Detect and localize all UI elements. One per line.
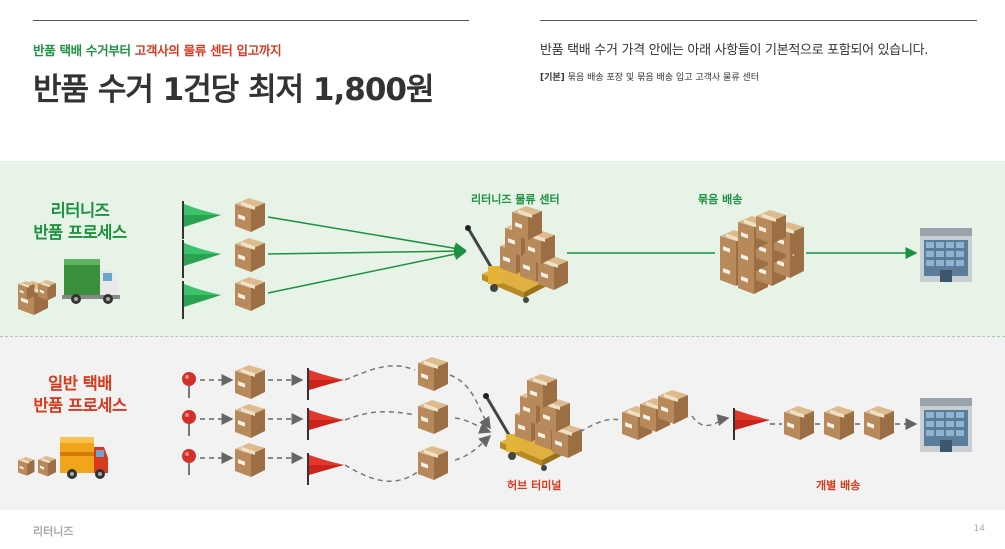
- pallet-jack-icon: [481, 374, 582, 473]
- wavy-routes: [344, 365, 492, 482]
- returnizz-title-line2: 반품 프로세스: [33, 223, 127, 242]
- stage-label-bundle: 묶음 배송: [698, 193, 743, 206]
- general-title-line2: 반품 프로세스: [33, 396, 127, 415]
- note-text: 묶음 배송 포장 및 묶음 배송 입고 고객사 물류 센터: [567, 73, 760, 83]
- red-flag-icon: [307, 367, 345, 486]
- band-divider: [0, 336, 1005, 337]
- box-stack-icon: [622, 390, 688, 440]
- returnizz-title-line1: 리터니즈: [50, 201, 110, 220]
- red-flag-icon: [733, 407, 771, 441]
- pallet-jack-icon: [463, 206, 568, 305]
- header-rule-right: [540, 20, 977, 21]
- returnizz-process-title: 리터니즈 반품 프로세스: [20, 200, 140, 244]
- general-process-title: 일반 택배 반품 프로세스: [20, 373, 140, 417]
- footer-brand: 리터니즈: [33, 525, 74, 538]
- green-truck-icon: [18, 259, 120, 315]
- box-icon: [235, 198, 265, 311]
- box-icon: [418, 357, 448, 480]
- pin-icon: [181, 371, 197, 476]
- subtitle-green: 반품 택배 수거부터: [33, 43, 131, 58]
- building-icon: [920, 228, 972, 282]
- green-flag-icon: [182, 200, 222, 320]
- page-subtitle: 반품 택배 수거부터 고객사의 물류 센터 입고까지: [33, 40, 282, 59]
- general-title-line1: 일반 택배: [48, 374, 112, 393]
- price-note: [기본] 묶음 배송 포장 및 묶음 배송 입고 고객사 물류 센터: [540, 70, 759, 83]
- page-title: 반품 수거 1건당 최저 1,800원: [33, 72, 434, 108]
- box-stack-icon: [720, 210, 804, 294]
- pickup-dashed-arrows: [200, 374, 304, 464]
- note-tag: [기본]: [540, 73, 565, 83]
- page-number: 14: [973, 524, 985, 534]
- yellow-truck-icon: [18, 437, 108, 479]
- hub-to-bundle-route: [579, 418, 621, 433]
- stage-label-hub: 허브 터미널: [507, 479, 562, 492]
- header-rule-left: [33, 20, 469, 21]
- stage-label-center: 리터니즈 물류 센터: [471, 193, 560, 206]
- subtitle-red: 고객사의 물류 센터 입고까지: [134, 43, 282, 58]
- box-icon: [784, 406, 894, 440]
- price-description: 반품 택배 수거 가격 안에는 아래 사항들이 기본적으로 포함되어 있습니다.: [540, 43, 929, 58]
- box-icon: [235, 365, 265, 477]
- to-flag-route: [691, 414, 730, 427]
- stage-label-individual: 개별 배송: [816, 479, 861, 492]
- converge-arrows: [267, 216, 467, 294]
- building-icon: [920, 398, 972, 452]
